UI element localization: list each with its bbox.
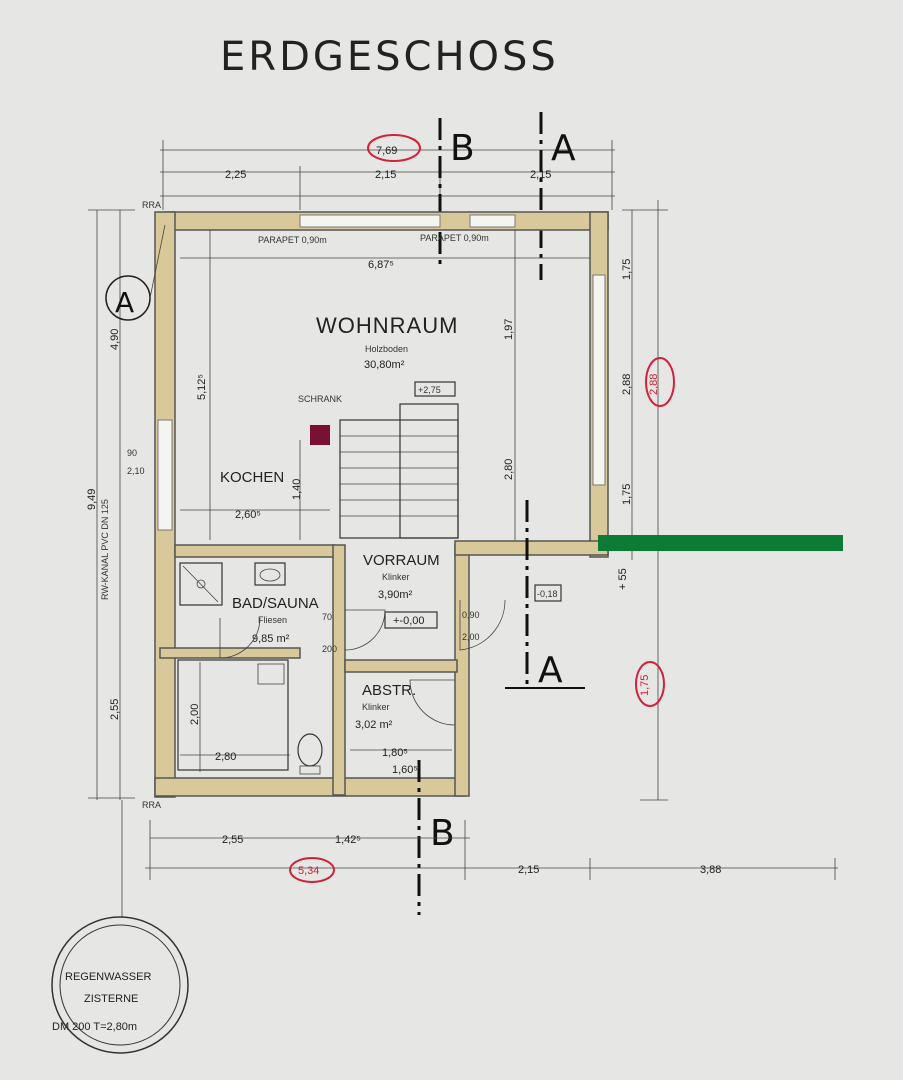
section-line-b-bottom: B bbox=[417, 760, 455, 915]
section-label-b-bottom: B bbox=[430, 813, 455, 854]
cistern-line-1: REGENWASSER bbox=[65, 971, 151, 983]
bottom-dimensions: 2,55 1,42⁵ 2,15 3,88 5,34 bbox=[145, 820, 838, 883]
rra-bottom: RRA bbox=[142, 800, 161, 810]
dim-stair-2-80: 2,80 bbox=[503, 459, 515, 480]
left-dimensions: 9,49 4,90 2,55 RW-KANAL PVC DN 125 RRA R… bbox=[86, 200, 161, 810]
section-line-a-top: A bbox=[539, 112, 576, 280]
room-bad-floor: Fliesen bbox=[258, 615, 287, 625]
dim-top-2-15b: 2,15 bbox=[530, 169, 551, 181]
marker-right-lower-text: 1,75 bbox=[639, 675, 651, 696]
entry-level-box bbox=[534, 584, 562, 602]
dim-top-2-15: 2,15 bbox=[375, 169, 396, 181]
entry-level: -0,18 bbox=[537, 589, 558, 599]
cistern-line-3: DM 200 T=2,80m bbox=[52, 1021, 137, 1033]
cabinet-marker bbox=[310, 425, 330, 445]
section-label-a-right: A bbox=[538, 650, 563, 691]
dim-window-90: 90 bbox=[127, 448, 137, 458]
dim-abstr-1-80: 1,80⁵ bbox=[382, 747, 408, 759]
section-circle-label-a: A bbox=[115, 286, 134, 319]
plan-title: ERDGESCHOSS bbox=[220, 34, 559, 80]
marker-bottom bbox=[289, 857, 335, 883]
dim-bad-2-00: 2,00 bbox=[189, 704, 201, 725]
dim-bottom-1-42: 1,42⁵ bbox=[335, 834, 361, 846]
room-vorraum-area: 3,90m² bbox=[378, 589, 413, 601]
dim-right-4-55: + 55 bbox=[617, 568, 629, 590]
stair-top-level: +2,75 bbox=[418, 385, 441, 395]
dim-kochen-2-60: 2,60⁵ bbox=[235, 509, 261, 521]
dim-bottom-2-15: 2,15 bbox=[518, 864, 539, 876]
room-wohnraum-name: WOHNRAUM bbox=[316, 313, 458, 338]
marker-top-total bbox=[367, 134, 421, 162]
dim-top-2-25: 2,25 bbox=[225, 169, 246, 181]
room-bad-name: BAD/SAUNA bbox=[232, 595, 319, 612]
top-dimensions: 2,25 2,15 2,15 7,69 bbox=[160, 134, 615, 210]
dim-window-210: 2,10 bbox=[127, 466, 145, 476]
room-wohnraum-floor: Holzboden bbox=[365, 344, 408, 354]
dim-door-200: 200 bbox=[322, 644, 337, 654]
dim-inner-5-12: 5,12⁵ bbox=[196, 374, 208, 400]
dim-bad-2-80: 2,80 bbox=[215, 751, 236, 763]
room-abstr-floor: Klinker bbox=[362, 702, 390, 712]
dim-inner-6-87: 6,87⁵ bbox=[368, 259, 394, 271]
dim-kochen-1-40: 1,40 bbox=[291, 479, 303, 500]
marker-right-lower bbox=[635, 661, 665, 707]
marker-right-upper bbox=[645, 357, 675, 407]
cistern-line-2: ZISTERNE bbox=[84, 993, 138, 1005]
floor-level-box bbox=[384, 611, 438, 629]
marker-right-upper-text: 2,88 bbox=[648, 374, 660, 395]
room-vorraum-name: VORRAUM bbox=[363, 552, 440, 569]
room-kochen-name: KOCHEN bbox=[220, 469, 284, 486]
parapet-label-2: PARAPET 0,90m bbox=[420, 233, 489, 243]
room-abstr-name: ABSTR. bbox=[362, 682, 416, 699]
dim-right-2-88: 2,88 bbox=[621, 374, 633, 395]
dim-left-2-55: 2,55 bbox=[109, 699, 121, 720]
room-bad-area: 9,85 m² bbox=[252, 633, 290, 645]
dim-right-1-75: 1,75 bbox=[621, 259, 633, 280]
rw-kanal-label: RW-KANAL PVC DN 125 bbox=[100, 499, 110, 600]
staircase: +2,75 bbox=[339, 381, 459, 539]
interior-dimensions: 6,87⁵ 5,12⁵ 2,60⁵ 1,40 1,97 2,80 2,80 2,… bbox=[127, 230, 590, 776]
room-vorraum-floor: Klinker bbox=[382, 572, 410, 582]
room-abstr-area: 3,02 m² bbox=[355, 719, 393, 731]
room-wohnraum-area: 30,80m² bbox=[364, 359, 405, 371]
section-marker-a: A bbox=[105, 224, 166, 321]
dim-abstr-1-60: 1,60⁵ bbox=[392, 764, 418, 776]
dim-bottom-2-55: 2,55 bbox=[222, 834, 243, 846]
dim-top-total: 7,69 bbox=[376, 145, 397, 157]
dim-door-2-00: 2,00 bbox=[462, 632, 480, 642]
section-line-a-right: A bbox=[505, 500, 585, 691]
building-walls bbox=[154, 211, 609, 798]
floor-level: +-0,00 bbox=[393, 615, 425, 627]
dim-stair-1-97: 1,97 bbox=[503, 319, 515, 340]
parapet-label-1: PARAPET 0,90m bbox=[258, 235, 327, 245]
doors bbox=[219, 599, 506, 726]
cabinet-label: SCHRANK bbox=[298, 394, 342, 404]
dim-right-1-75b: 1,75 bbox=[621, 484, 633, 505]
bathroom-fixtures bbox=[177, 562, 323, 775]
section-label-b-top: B bbox=[450, 128, 475, 169]
right-dimensions: 1,75 2,88 1,75 + 55 2,88 1,75 bbox=[617, 200, 675, 801]
section-label-a-top: A bbox=[551, 128, 576, 169]
dim-left-total: 9,49 bbox=[86, 489, 98, 510]
green-marker-bar bbox=[598, 535, 843, 551]
rainwater-cistern: REGENWASSER ZISTERNE DM 200 T=2,80m bbox=[51, 800, 189, 1054]
marker-bottom-text: 5,34 bbox=[298, 865, 319, 877]
rra-top: RRA bbox=[142, 200, 161, 210]
dim-door-70: 70 bbox=[322, 612, 332, 622]
dim-door-0-90: 0,90 bbox=[462, 610, 480, 620]
dim-left-4-90: 4,90 bbox=[109, 329, 121, 350]
section-line-b-top: B bbox=[438, 118, 475, 270]
dim-bottom-3-88: 3,88 bbox=[700, 864, 721, 876]
